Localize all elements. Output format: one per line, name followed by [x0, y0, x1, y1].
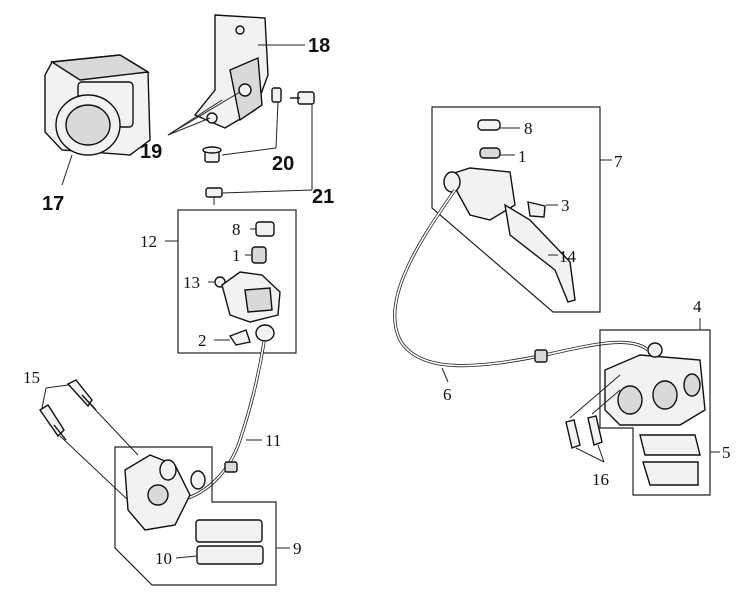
- rear-master-cylinder-group-12: [165, 209, 297, 354]
- callout-labels: 17 18 19 20 21 12 8 1 13 2 11 15 9 10 7 …: [23, 35, 731, 568]
- callout-1b: 1: [518, 147, 527, 166]
- callout-20: 20: [272, 153, 294, 175]
- callout-3: 3: [561, 196, 570, 215]
- callout-8b: 8: [524, 119, 533, 138]
- callout-10: 10: [155, 549, 172, 568]
- callout-12: 12: [140, 232, 157, 251]
- callout-5: 5: [722, 443, 731, 462]
- callout-15: 15: [23, 368, 40, 387]
- callout-6: 6: [443, 385, 452, 404]
- bolts-part-15: [39, 379, 139, 501]
- callout-16: 16: [592, 470, 609, 489]
- callout-8a: 8: [232, 220, 241, 239]
- callout-9: 9: [293, 539, 302, 558]
- callout-2: 2: [198, 331, 207, 350]
- brake-hose-part-11: [187, 341, 266, 500]
- callout-17: 17: [42, 193, 64, 215]
- callout-18: 18: [308, 35, 330, 57]
- bolts-part-21: [205, 91, 315, 205]
- callout-19: 19: [140, 141, 162, 163]
- screws-part-19: [167, 83, 252, 136]
- abs-module-part-17: [44, 54, 151, 186]
- front-master-cylinder-group-7: [431, 106, 612, 313]
- rear-caliper-group-9: [114, 446, 290, 586]
- collar-part-20: [202, 87, 282, 163]
- bracket-part-18: [193, 14, 305, 129]
- callout-4: 4: [693, 297, 702, 316]
- callout-1a: 1: [232, 246, 241, 265]
- callout-11: 11: [265, 431, 281, 450]
- brake-hose-part-6: [393, 189, 650, 383]
- callout-13: 13: [183, 273, 200, 292]
- front-caliper-group-4: [565, 318, 720, 496]
- callout-7: 7: [614, 152, 623, 171]
- callout-14: 14: [559, 247, 577, 266]
- callout-21: 21: [312, 186, 334, 208]
